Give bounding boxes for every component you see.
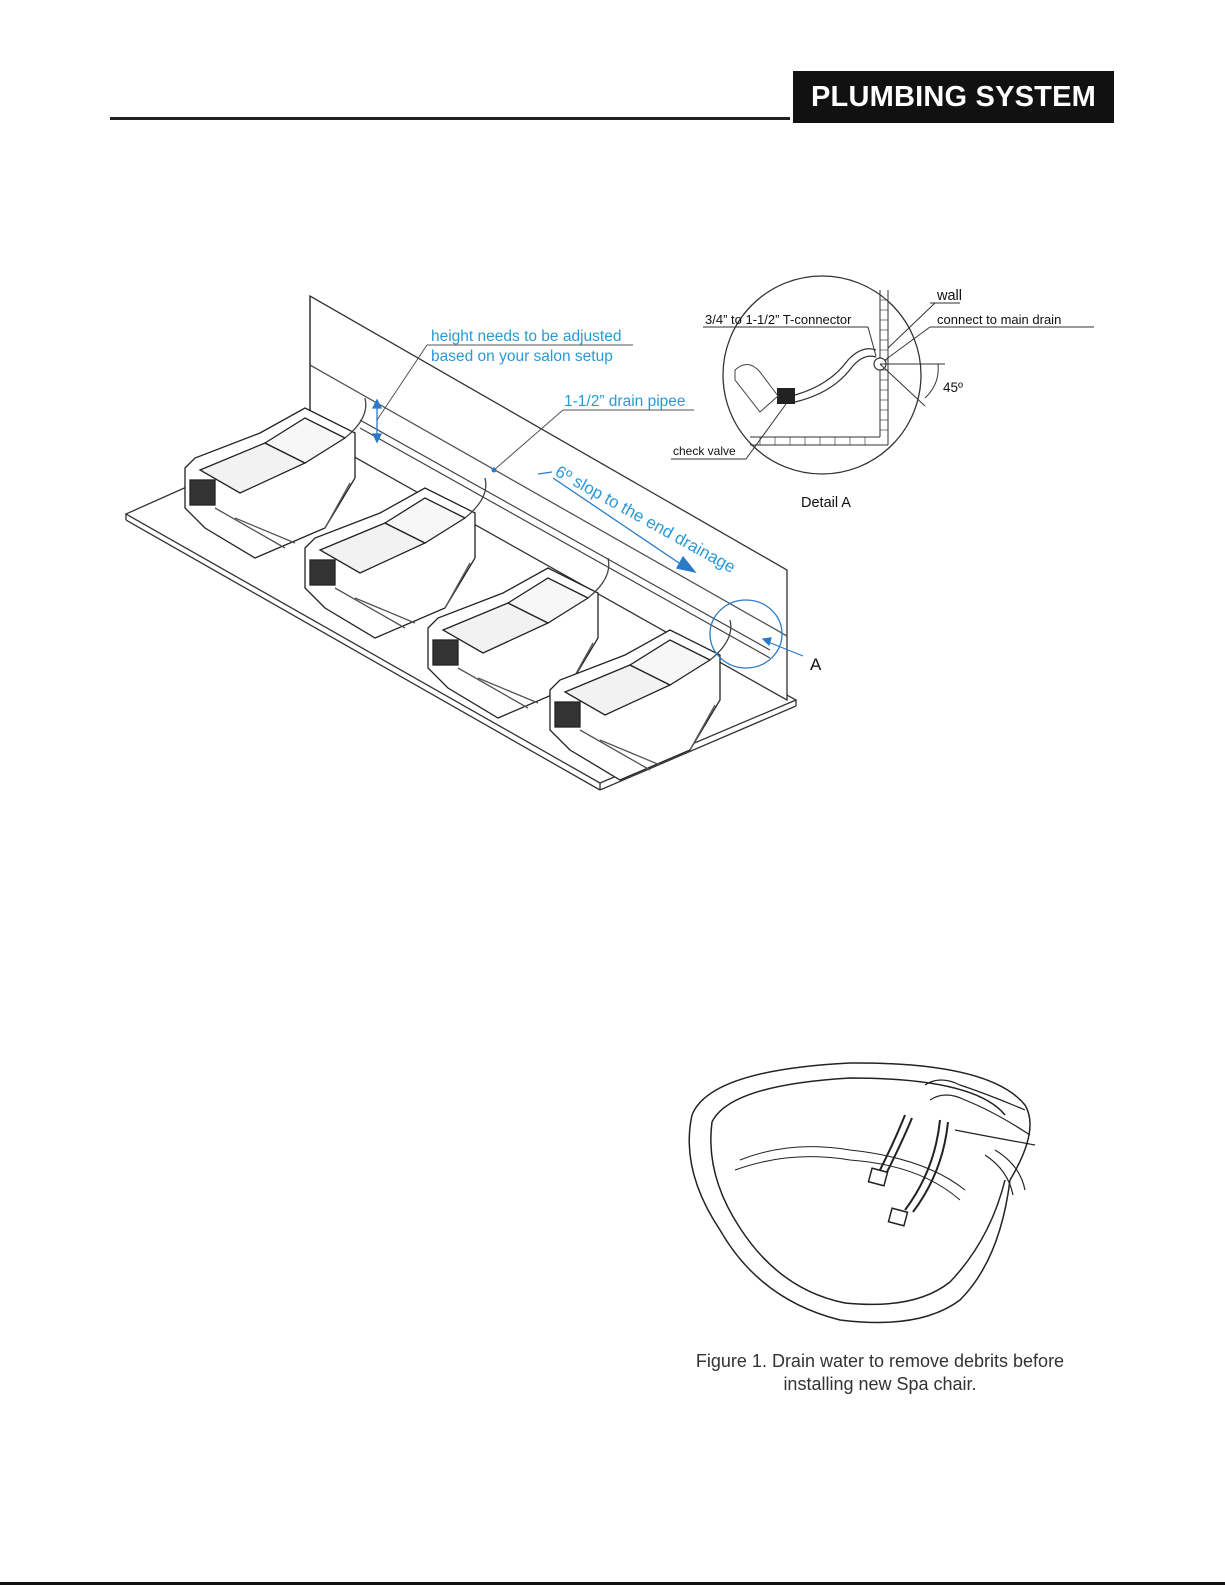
height-label-line2: based on your salon setup (431, 348, 613, 365)
detail-wall-label: wall (936, 288, 962, 304)
detail-main-drain-label: connect to main drain (937, 312, 1061, 327)
detail-t-connector-label: 3/4” to 1-1/2” T-connector (705, 312, 852, 327)
figure1-caption-line2: installing new Spa chair. (665, 1373, 1095, 1396)
basin-illustration (689, 1063, 1035, 1323)
detail-a-title: Detail A (801, 495, 851, 511)
drain-pipe-point (492, 468, 497, 473)
height-label-line1: height needs to be adjusted (431, 328, 621, 345)
figure1-caption: Figure 1. Drain water to remove debrits … (665, 1350, 1095, 1396)
marker-a-label: A (810, 655, 822, 674)
drain-pipe-label: 1-1/2” drain pipee (564, 393, 686, 410)
detail-check-valve-label: check valve (673, 444, 736, 458)
detail-angle-label: 45º (943, 380, 963, 395)
figure1-caption-line1: Figure 1. Drain water to remove debrits … (665, 1350, 1095, 1373)
